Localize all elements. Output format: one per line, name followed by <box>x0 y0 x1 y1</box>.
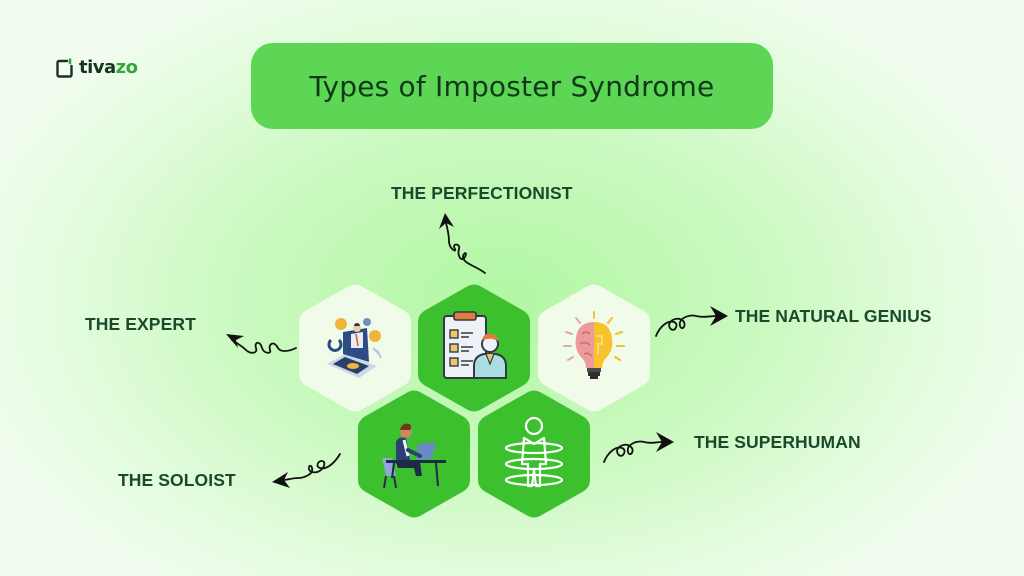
hexagon-soloist <box>357 389 471 519</box>
clipboard-checklist-person-icon <box>443 311 507 379</box>
hexagon-perfectionist <box>417 283 531 413</box>
tivazo-logo: tivazo <box>56 57 138 78</box>
hexagon-expert <box>298 283 412 413</box>
hexagon-natural-genius <box>537 283 651 413</box>
label-soloist: THE SOLOIST <box>118 470 236 490</box>
hexagon-superhuman <box>477 389 591 519</box>
label-expert: THE EXPERT <box>85 314 196 334</box>
curly-arrow-expert-icon <box>226 334 297 354</box>
label-perfectionist: THE PERFECTIONIST <box>391 183 573 203</box>
label-superhuman: THE SUPERHUMAN <box>694 432 861 452</box>
curly-arrow-natural-genius-icon <box>655 306 728 337</box>
man-working-at-desk-icon <box>382 423 446 489</box>
logo-wordmark: tivazo <box>79 57 138 78</box>
brain-lightbulb-icon <box>563 311 625 379</box>
laptop-finance-person-icon <box>327 318 382 378</box>
curly-arrow-perfectionist-icon <box>439 213 486 274</box>
curly-arrow-soloist-icon <box>272 453 341 488</box>
page-title: Types of Imposter Syndrome <box>309 69 715 103</box>
curly-arrow-superhuman-icon <box>603 432 674 463</box>
label-natural-genius: THE NATURAL GENIUS <box>735 306 932 326</box>
title-banner: Types of Imposter Syndrome <box>251 43 773 129</box>
person-with-rings-icon <box>504 416 564 488</box>
logo-mark-icon <box>56 57 73 78</box>
